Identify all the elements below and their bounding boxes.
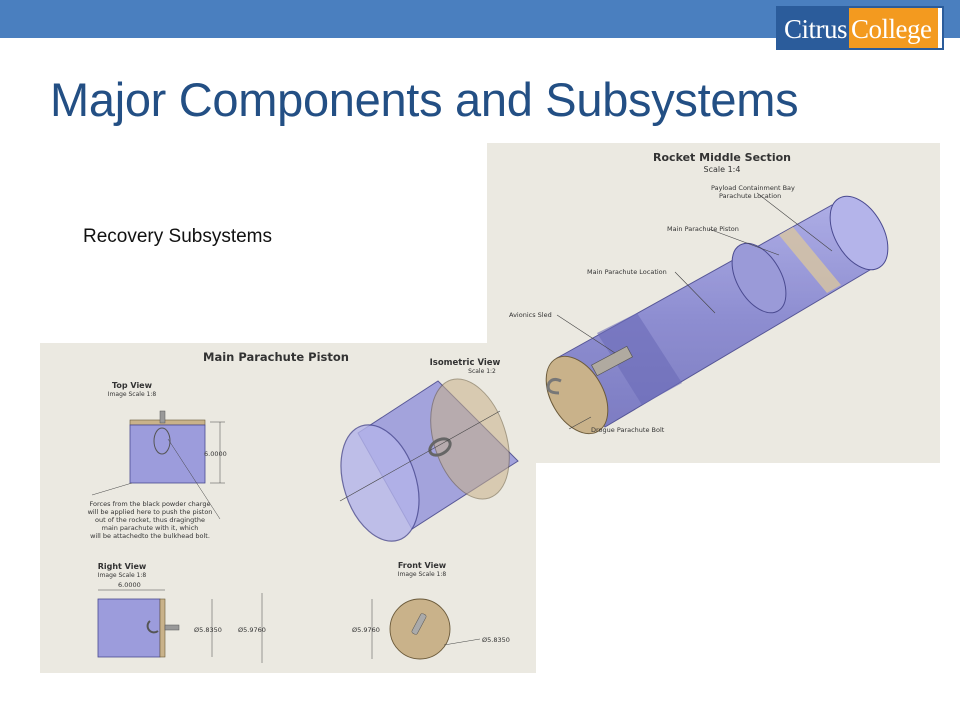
note-line-1: Forces from the black powder charge xyxy=(90,500,211,508)
iso-view-scale: Scale 1:2 xyxy=(468,368,496,375)
right-view-dim-outer: Ø5.9760 xyxy=(238,626,266,634)
top-view-dimension: 6.0000 xyxy=(204,450,227,458)
right-view-eye xyxy=(146,620,159,634)
leader-piston xyxy=(708,228,780,256)
logo-college-text: College xyxy=(849,8,938,48)
top-view-body xyxy=(129,424,206,484)
note-leader-2 xyxy=(167,438,221,520)
note-line-3: out of the rocket, thus dragingthe xyxy=(95,516,205,524)
label-payload-bay-2: Parachute Location xyxy=(719,192,781,200)
leader-payload xyxy=(756,192,833,252)
piston-sheet-title: Main Parachute Piston xyxy=(203,350,349,364)
right-view-label: Right View xyxy=(98,562,147,571)
avionics-sled xyxy=(591,345,633,377)
right-view-bolt xyxy=(164,624,180,631)
piston-sheet-svg: Main Parachute Piston Top View Image Sca… xyxy=(88,350,519,663)
right-view-dim-inner: Ø5.8350 xyxy=(194,626,222,634)
leader-main-location xyxy=(674,271,716,314)
leader-drogue xyxy=(568,416,592,430)
tube-open-end xyxy=(829,195,889,271)
leader-avionics xyxy=(556,314,616,354)
slide-subtitle: Recovery Subsystems xyxy=(83,226,273,247)
middle-section-scale: Scale 1:4 xyxy=(704,165,741,174)
note-line-4: main parachute with it, which xyxy=(102,524,199,532)
label-drogue-bolt: Drogue Parachute Bolt xyxy=(591,426,665,434)
rocket-middle-section-svg: Rocket Middle Section Scale 1:4 Payload … xyxy=(509,151,889,435)
citrus-college-logo: Citrus College xyxy=(776,6,944,50)
rocket-middle-section-drawing: Rocket Middle Section Scale 1:4 Payload … xyxy=(487,143,940,463)
front-view-bolt xyxy=(411,613,427,635)
middle-section-title: Rocket Middle Section xyxy=(653,151,791,164)
piston-band xyxy=(779,227,841,293)
avionics-band xyxy=(597,313,682,405)
right-view-width: 6.0000 xyxy=(118,581,141,589)
top-view-eye xyxy=(153,427,171,455)
label-payload-bay-1: Payload Containment Bay xyxy=(711,184,795,192)
front-view-dim-outer: Ø5.9760 xyxy=(352,626,380,634)
drogue-eye-bolt xyxy=(546,377,562,395)
iso-view-label: Isometric View xyxy=(430,358,501,368)
slide-title: Major Components and Subsystems xyxy=(50,73,799,126)
note-line-5: will be attachedto the bulkhead bolt. xyxy=(90,532,210,540)
front-view-scale: Image Scale 1:8 xyxy=(398,571,447,578)
iso-cylinder-open-end xyxy=(340,424,420,542)
top-view-scale: Image Scale 1:8 xyxy=(108,391,157,398)
main-parachute-piston-drawing: Main Parachute Piston Top View Image Sca… xyxy=(40,343,536,673)
iso-center-axis xyxy=(339,410,501,502)
front-view-label: Front View xyxy=(398,561,447,570)
note-line-2: will be applied here to push the piston xyxy=(88,508,213,516)
right-view-bulkhead xyxy=(159,598,166,658)
right-view-scale: Image Scale 1:8 xyxy=(98,572,147,579)
iso-piston-face xyxy=(430,378,510,500)
front-inner-leader xyxy=(443,638,481,646)
logo-citrus-text: Citrus xyxy=(778,8,850,48)
front-view-dim-inner: Ø5.8350 xyxy=(482,636,510,644)
label-main-location: Main Parachute Location xyxy=(587,268,667,276)
label-avionics-sled: Avionics Sled xyxy=(509,311,552,319)
label-main-piston: Main Parachute Piston xyxy=(667,225,739,233)
right-view-body xyxy=(97,598,161,658)
note-leader-1 xyxy=(91,482,133,496)
top-view-bolt xyxy=(159,410,166,424)
main-parachute-piston xyxy=(731,242,787,314)
top-view-label: Top View xyxy=(112,381,153,390)
iso-eye-bolt xyxy=(428,437,452,457)
drogue-bulkhead xyxy=(545,355,609,435)
top-view-rim xyxy=(129,419,206,426)
